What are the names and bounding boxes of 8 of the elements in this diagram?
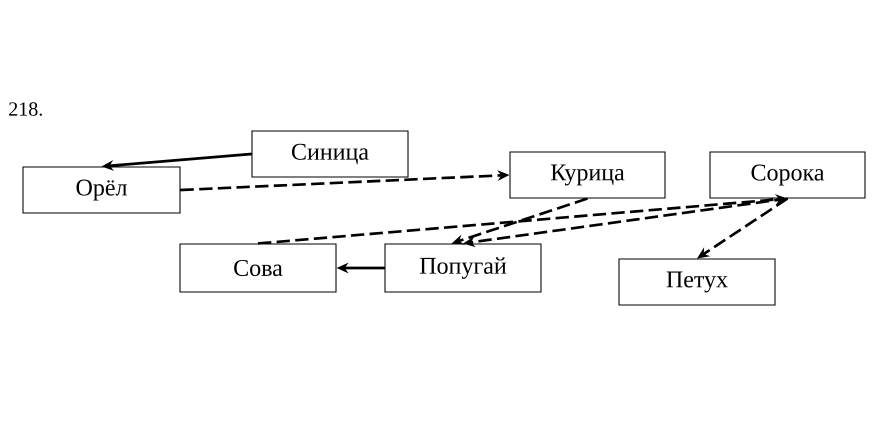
process-box: Сорока — [709, 151, 866, 199]
process-box: Попугай — [384, 243, 542, 293]
process-box: Петух — [618, 258, 776, 306]
process-box: Сова — [179, 243, 337, 293]
problem-number: 218. — [9, 102, 42, 116]
process-box: Синица — [251, 130, 409, 178]
process-box: Курица — [509, 151, 666, 199]
process-box: Орёл — [22, 166, 181, 214]
